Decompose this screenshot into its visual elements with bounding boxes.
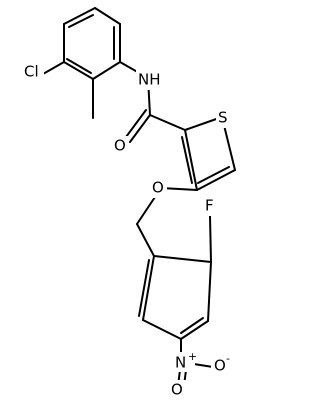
bond	[149, 114, 186, 131]
bond	[92, 61, 121, 80]
bond	[129, 114, 151, 143]
bond	[142, 255, 155, 321]
label-background	[168, 380, 186, 400]
label-background	[216, 108, 232, 128]
amide-nh-label: NH	[138, 71, 161, 89]
nitro-nitrogen-label: N	[175, 354, 186, 372]
label-background	[171, 352, 195, 372]
nitro-nitrogen-charge: +	[188, 350, 197, 363]
chlorine-label: Cl	[24, 63, 39, 81]
bond	[196, 169, 236, 191]
nitro-oxygen-charge: -	[226, 352, 230, 365]
bond	[197, 166, 230, 184]
label-background	[136, 70, 160, 90]
bond	[184, 116, 223, 131]
bond	[142, 319, 182, 340]
label-background	[211, 356, 237, 376]
bond	[94, 7, 121, 25]
bond	[209, 215, 212, 263]
fluorine-label: F	[205, 197, 214, 215]
bond	[207, 261, 212, 322]
bond	[180, 317, 204, 334]
bond	[181, 136, 193, 184]
carbonyl-oxygen-label: O	[114, 137, 126, 155]
ether-oxygen-label: O	[152, 179, 164, 197]
label-background	[22, 62, 44, 82]
bond	[63, 61, 94, 80]
label-background	[203, 196, 219, 216]
thiophene-sulfur-label: S	[218, 109, 228, 127]
bond	[136, 223, 155, 257]
label-background	[149, 178, 167, 198]
bond	[66, 58, 92, 74]
bond	[68, 14, 94, 28]
chemical-structure: Cl NH O S O F N + O O -	[22, 7, 237, 400]
nitro-oxygen-right-label: O	[214, 357, 226, 375]
bond	[63, 7, 96, 25]
bond	[180, 320, 209, 340]
atom-label-layer: Cl NH O S O F N + O O -	[22, 62, 237, 400]
nitro-oxygen-top-label: O	[171, 381, 183, 399]
label-background	[111, 136, 129, 156]
bond	[138, 259, 150, 317]
bond	[184, 129, 198, 191]
bond	[153, 255, 212, 263]
bond	[125, 109, 147, 138]
